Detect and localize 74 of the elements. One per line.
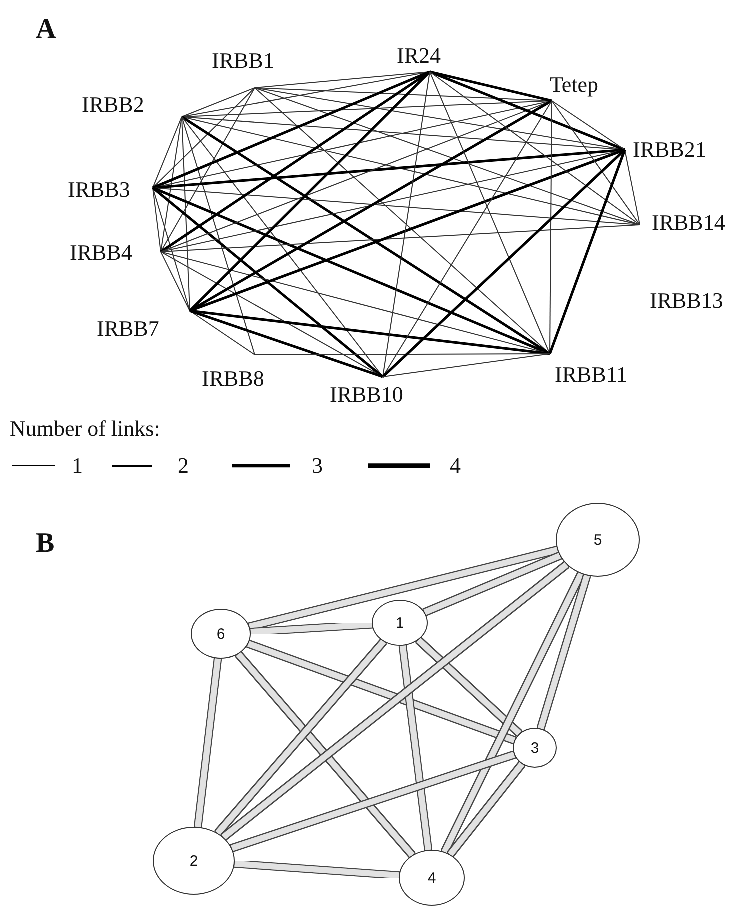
link-line: [182, 88, 256, 118]
node-label: IRBB2: [82, 92, 144, 118]
link-line: [624, 150, 640, 226]
link-line: [552, 100, 640, 226]
link-line: [430, 72, 640, 226]
link-line: [548, 150, 626, 354]
link-line: [254, 354, 550, 356]
tube-connector: [231, 752, 516, 852]
node-label: IRBB4: [70, 240, 132, 266]
node-label: IRBB7: [97, 316, 160, 342]
group-ellipse: 6: [191, 609, 251, 659]
node-label: IRBB3: [68, 177, 130, 203]
link-line: [382, 72, 430, 378]
tube-connector: [448, 762, 524, 857]
link-line: [552, 100, 626, 150]
link-line: [190, 310, 384, 378]
link-line: [152, 188, 162, 252]
node-label: Tetep: [550, 72, 599, 98]
tube-connector: [234, 860, 400, 879]
tube-connector: [442, 572, 584, 854]
group-ellipse: 3: [513, 728, 557, 768]
link-line: [152, 88, 256, 188]
link-line: [182, 116, 190, 312]
panel-letter: A: [36, 14, 56, 46]
node-label: IRBB11: [555, 362, 628, 388]
tube-connector: [538, 574, 590, 730]
node-label: IRBB8: [202, 366, 264, 392]
tube-connector: [216, 640, 386, 836]
node-label: IRBB21: [633, 137, 706, 163]
tube-connector: [195, 658, 222, 828]
link-line: [382, 354, 550, 378]
link-line: [152, 70, 430, 190]
link-line: [152, 186, 550, 356]
link-line: [382, 149, 626, 378]
link-line: [160, 116, 182, 252]
tube-connector: [236, 652, 415, 858]
node-label: IRBB1: [212, 48, 274, 74]
node-label: IRBB13: [650, 288, 724, 314]
node-label: IRBB10: [330, 382, 404, 408]
link-line: [189, 71, 431, 312]
link-line: [160, 70, 431, 254]
tube-connector: [247, 641, 516, 744]
tube-connector: [400, 646, 432, 851]
link-line: [160, 252, 190, 312]
link-line: [152, 188, 190, 312]
legend-title: Number of links:: [10, 416, 160, 442]
link-line: [254, 88, 640, 226]
link-line: [160, 224, 640, 252]
tube-connector: [249, 547, 558, 630]
legend-label: 4: [450, 453, 461, 479]
link-line: [382, 100, 552, 378]
node-label: IRBB14: [652, 210, 726, 236]
link-line: [189, 100, 553, 312]
tube-connector: [424, 553, 562, 616]
group-ellipse: 1: [372, 600, 428, 646]
link-line: [160, 88, 256, 252]
tube-connector: [250, 622, 372, 636]
link-line: [430, 70, 552, 102]
link-line: [182, 116, 256, 356]
group-ellipse: 5: [556, 503, 640, 577]
tube-connector: [416, 638, 522, 736]
panel-letter: B: [36, 528, 55, 560]
legend-label: 3: [312, 453, 323, 479]
group-ellipse: 2: [153, 827, 235, 895]
tube-connector: [222, 562, 569, 840]
link-line: [152, 116, 182, 188]
link-line: [190, 310, 550, 356]
link-line: [152, 187, 384, 378]
legend-label: 1: [72, 453, 83, 479]
group-ellipse: 4: [399, 850, 465, 906]
node-label: IR24: [397, 43, 441, 69]
link-line: [430, 72, 550, 354]
legend-label: 2: [178, 453, 189, 479]
link-line: [430, 70, 626, 152]
